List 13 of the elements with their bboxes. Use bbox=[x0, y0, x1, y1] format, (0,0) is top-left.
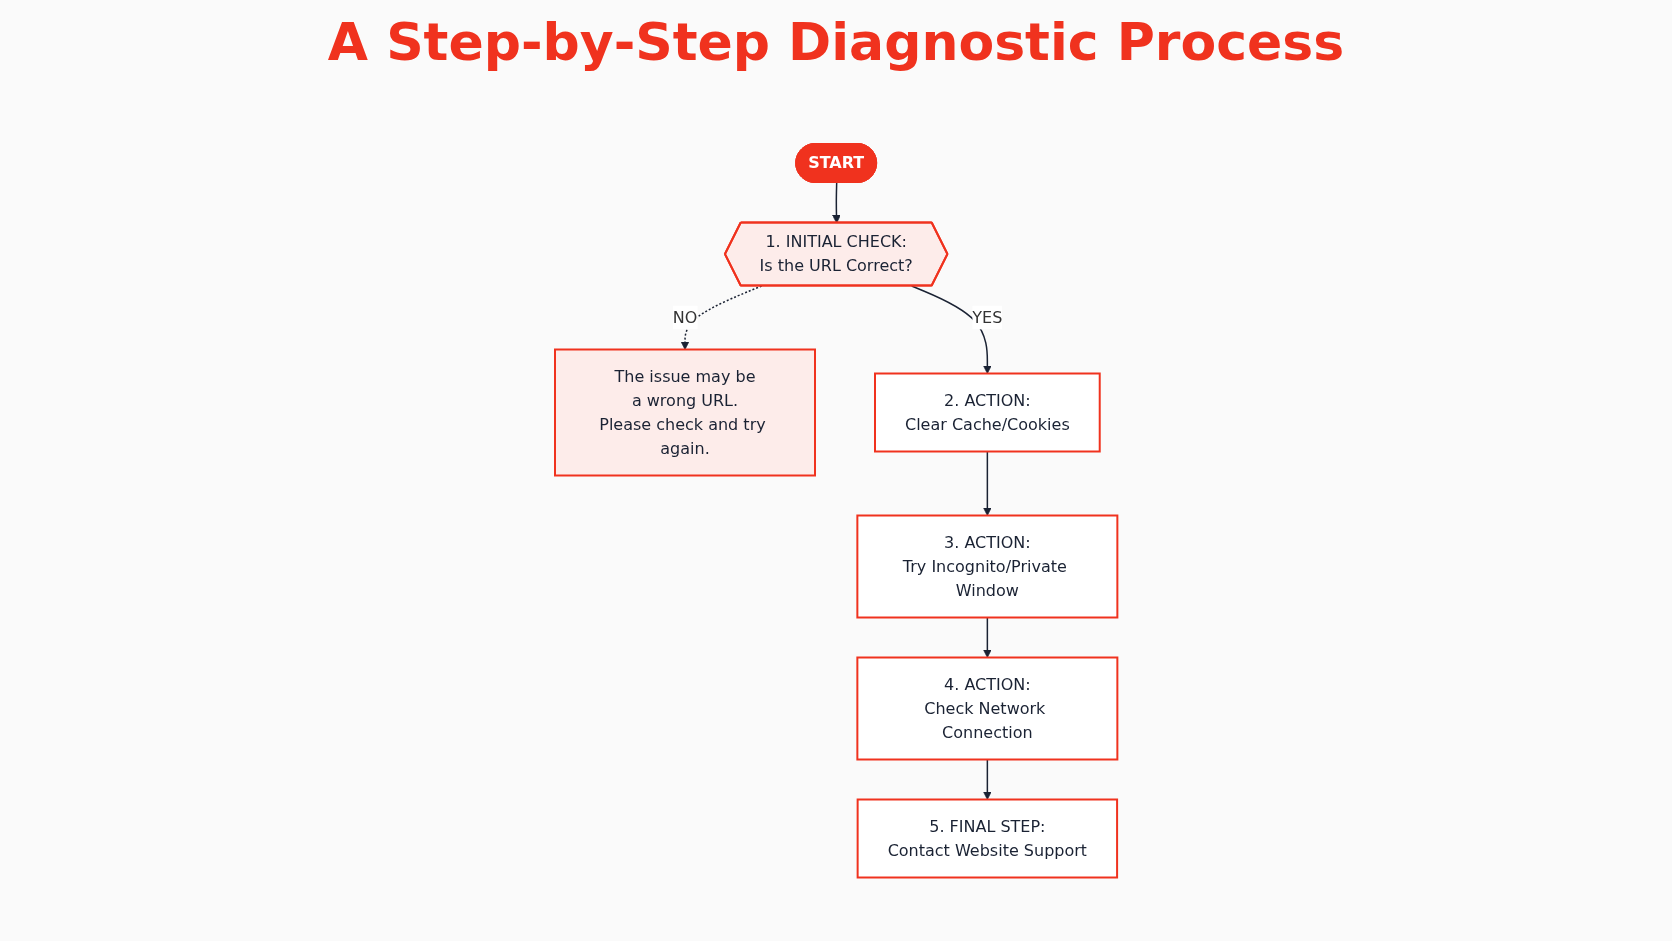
edge-label: NO bbox=[672, 307, 698, 327]
node-box: 4. ACTION: Check Network Connection bbox=[856, 656, 1119, 761]
node-box: 2. ACTION: Clear Cache/Cookies bbox=[873, 372, 1101, 453]
diagram-title: A Step-by-Step Diagnostic Process bbox=[326, 14, 1346, 72]
arrow bbox=[910, 285, 992, 374]
node-box: 3. ACTION: Try Incognito/Private Window bbox=[856, 514, 1119, 619]
node-box: 5. FINAL STEP: Contact Website Support bbox=[856, 798, 1118, 879]
node-box: The issue may be a wrong URL. Please check and try again. bbox=[553, 348, 816, 477]
arrow bbox=[982, 450, 992, 516]
arrow bbox=[831, 182, 841, 224]
arrow bbox=[982, 616, 992, 658]
arrow bbox=[982, 758, 992, 800]
edge-label: YES bbox=[972, 307, 1003, 327]
